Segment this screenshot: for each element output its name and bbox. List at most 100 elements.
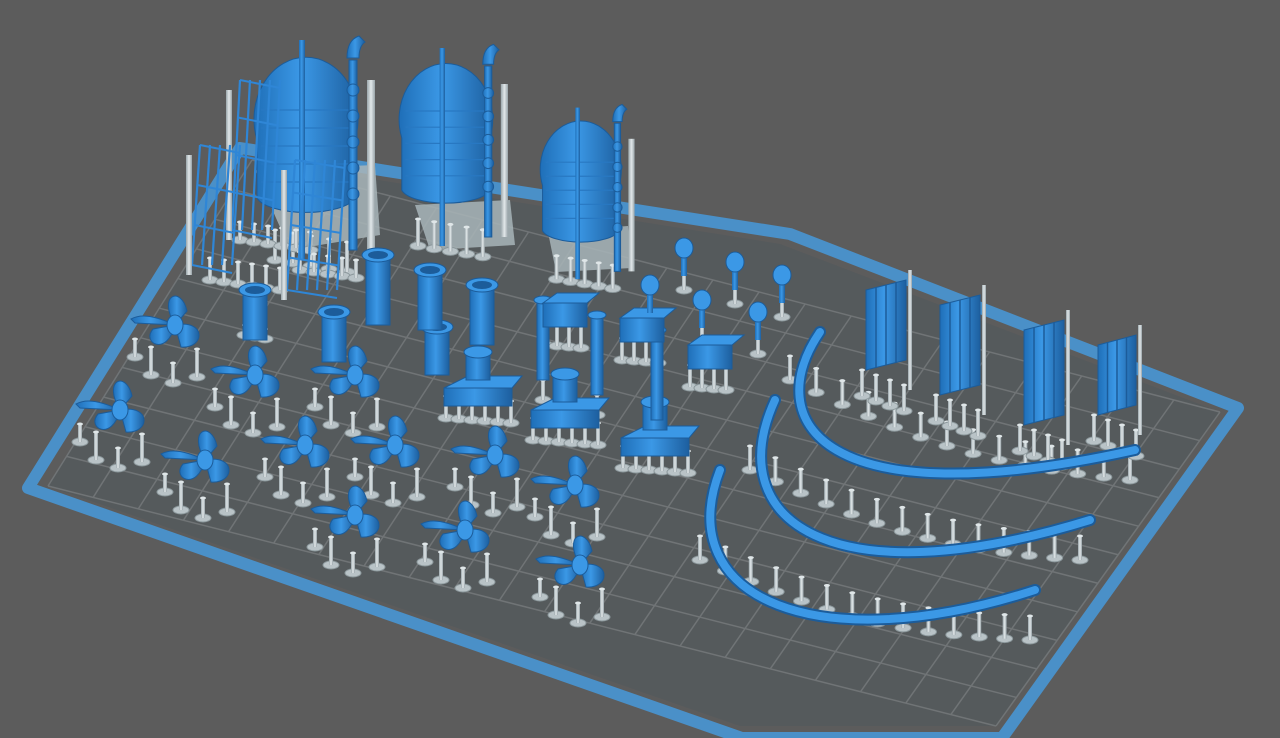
frame-post xyxy=(628,138,635,272)
lattice-rail xyxy=(294,159,346,169)
small-valve xyxy=(725,251,745,290)
support-tip xyxy=(274,397,280,401)
support-pillar xyxy=(562,256,580,287)
support-stem xyxy=(824,480,829,505)
support-tip xyxy=(996,434,1003,438)
support-pillar xyxy=(272,465,290,500)
support-stem xyxy=(733,288,737,304)
propeller-hub xyxy=(566,474,584,496)
support-tip xyxy=(514,477,520,481)
support-pillar xyxy=(955,403,973,436)
support-pillar xyxy=(1021,614,1039,645)
winch-top xyxy=(443,375,524,389)
support-tip xyxy=(438,550,444,554)
support-stem xyxy=(1134,430,1138,456)
support-pillar xyxy=(807,366,825,397)
valve-stem xyxy=(647,291,653,313)
box-top xyxy=(686,334,746,346)
valve-wheel xyxy=(772,264,792,286)
support-tip xyxy=(374,537,380,541)
support-stem xyxy=(329,537,333,565)
support-tip xyxy=(328,395,334,399)
winch-base xyxy=(530,409,600,429)
support-stem xyxy=(549,507,553,535)
grid-line xyxy=(103,396,1058,642)
support-stem xyxy=(824,585,829,610)
support-tip xyxy=(300,481,306,485)
support-stem xyxy=(391,483,395,503)
support-pillar xyxy=(970,611,988,642)
panel-post xyxy=(982,285,986,415)
support-tip xyxy=(278,465,284,469)
support-pillar xyxy=(881,378,899,411)
lattice-post xyxy=(200,144,212,266)
support-stem xyxy=(555,324,559,346)
support-stem xyxy=(469,477,473,505)
lattice-rail xyxy=(235,154,277,164)
lattice-post xyxy=(190,144,202,266)
support-stem xyxy=(554,587,558,615)
support-stem xyxy=(698,536,702,560)
support-stem xyxy=(583,422,587,444)
tall-rod xyxy=(439,48,445,246)
support-pillar xyxy=(71,422,89,447)
flange xyxy=(612,202,623,213)
support-stem xyxy=(748,557,753,582)
flange xyxy=(612,181,623,193)
support-stem xyxy=(780,301,784,317)
radiator-panel xyxy=(939,285,986,415)
support-stem xyxy=(439,552,443,580)
support-pillar xyxy=(294,481,312,508)
support-tip xyxy=(537,577,543,581)
winch-base xyxy=(620,437,690,457)
support-tip xyxy=(293,228,299,232)
support-pillar xyxy=(767,566,785,597)
support-pillar xyxy=(142,345,160,380)
support-stem xyxy=(171,363,175,383)
panel-post xyxy=(1138,325,1142,435)
tall-rod xyxy=(299,40,305,260)
lattice-rail xyxy=(199,144,241,154)
support-pillar xyxy=(322,395,340,430)
support-pillar xyxy=(425,220,443,254)
radiator-panel xyxy=(1023,310,1070,445)
support-stem xyxy=(225,484,229,512)
vent-opening xyxy=(245,286,265,294)
support-stem xyxy=(163,474,167,492)
support-stem xyxy=(375,539,379,567)
propeller xyxy=(310,345,380,398)
tall-rod xyxy=(575,107,580,280)
vent-pipe xyxy=(361,247,395,326)
support-tip xyxy=(353,258,359,262)
support-tip xyxy=(224,482,230,486)
support-pillar xyxy=(322,535,340,570)
support-stem xyxy=(1078,536,1082,560)
propeller-hub xyxy=(346,504,364,526)
support-stem xyxy=(576,603,580,623)
vent-pipe xyxy=(465,277,499,346)
valve-stem xyxy=(681,254,687,276)
support-stem xyxy=(934,395,938,421)
support-tip xyxy=(460,566,466,570)
support-stem xyxy=(971,429,976,454)
support-pillar xyxy=(1011,423,1029,456)
vent-opening xyxy=(324,308,344,316)
support-stem xyxy=(798,469,803,494)
support-stem xyxy=(1018,425,1022,451)
support-tip xyxy=(901,383,907,387)
support-pillar xyxy=(222,395,240,430)
lattice-post xyxy=(220,144,232,266)
support-stem xyxy=(700,326,704,342)
support-tip xyxy=(595,261,602,265)
flange xyxy=(482,157,495,170)
support-stem xyxy=(748,446,752,470)
support-tip xyxy=(976,611,983,615)
support-stem xyxy=(557,420,561,442)
support-stem xyxy=(250,264,254,286)
support-tip xyxy=(484,552,490,556)
support-tip xyxy=(823,583,830,587)
support-stem xyxy=(140,434,144,462)
junction-box xyxy=(686,334,746,370)
